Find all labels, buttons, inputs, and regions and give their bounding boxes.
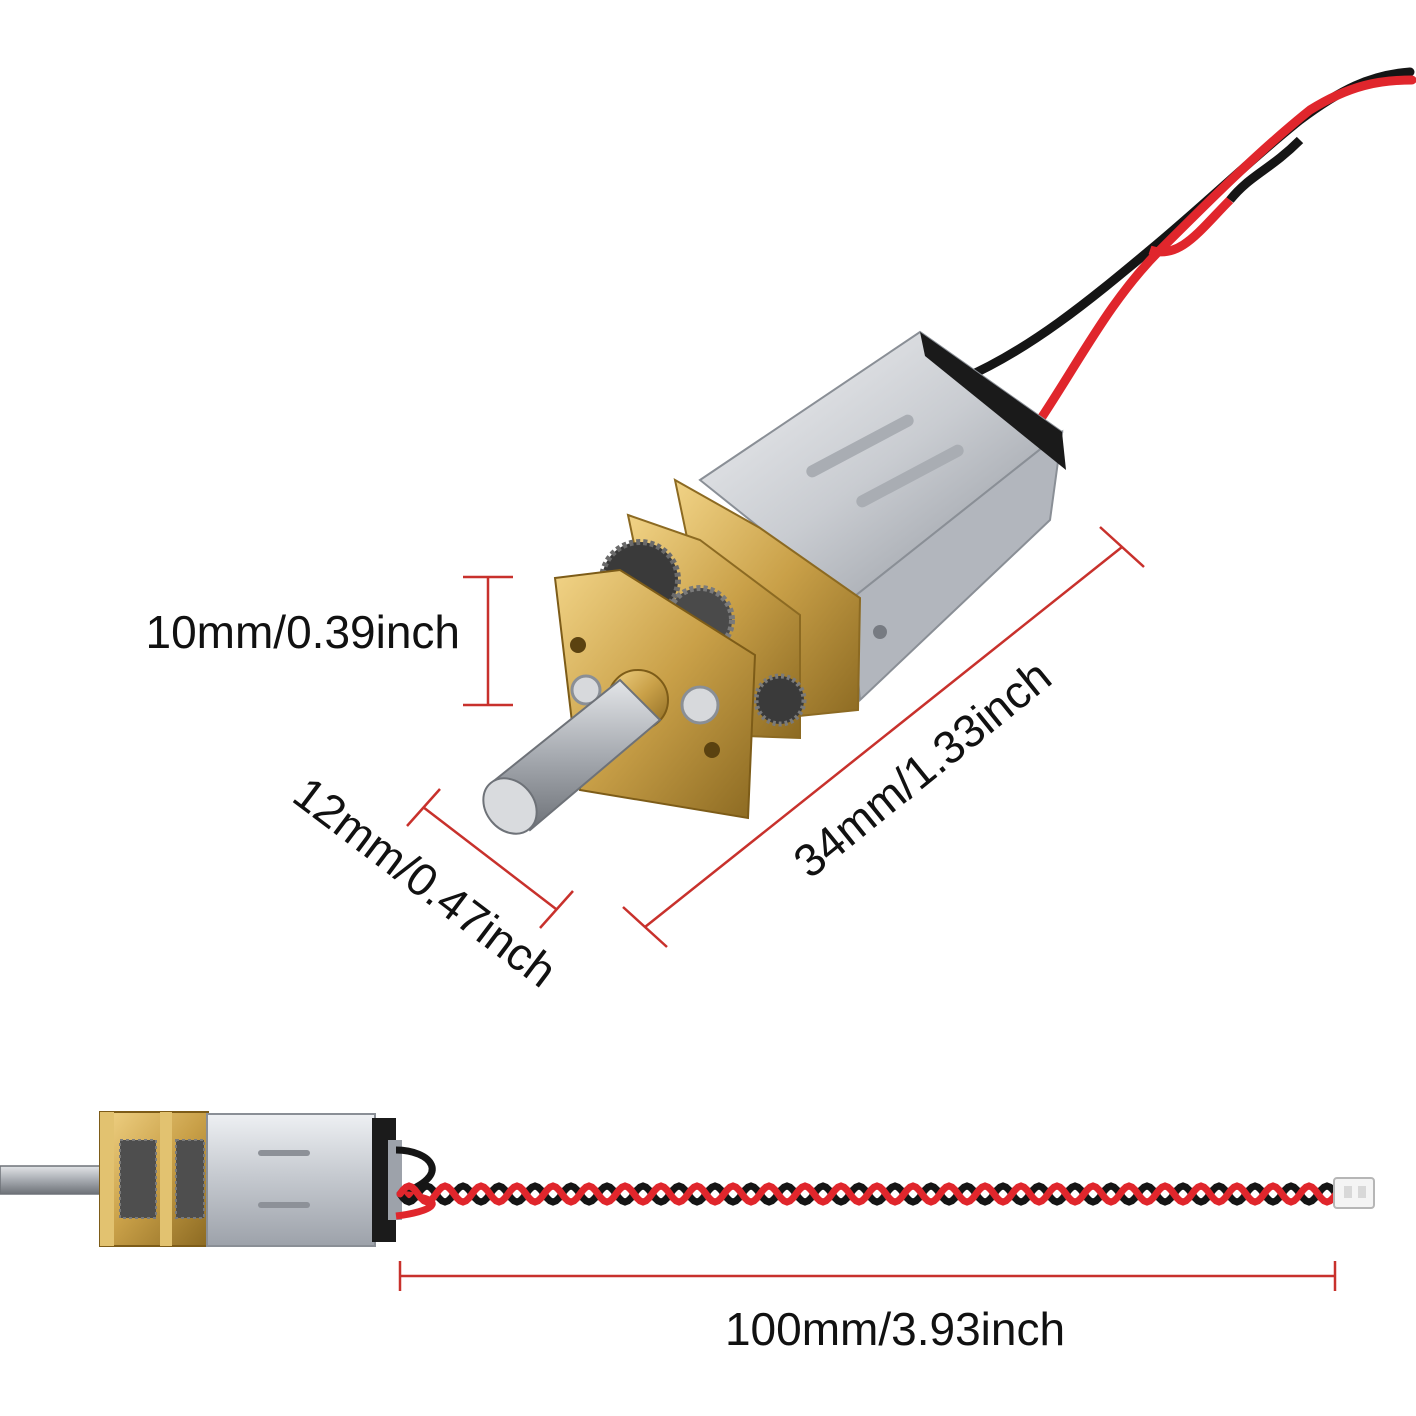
closeup-motor-can: [698, 330, 1066, 703]
closeup-lead-wires: [955, 67, 1416, 425]
side-motor-can: [206, 1113, 402, 1247]
side-lead-wires: [395, 1146, 1340, 1220]
side-output-shaft: [0, 1165, 105, 1195]
dimension-label-wire-length: 100mm/3.93inch: [725, 1303, 1065, 1355]
dimension-gearbox-height: 10mm/0.39inch: [146, 575, 513, 707]
dimension-wire-length: 100mm/3.93inch: [398, 1261, 1337, 1355]
closeup-output-shaft: [482, 678, 662, 835]
dimension-label-gearbox-height: 10mm/0.39inch: [146, 606, 461, 658]
side-gearbox: [99, 1111, 209, 1247]
motor-closeup: [482, 67, 1416, 835]
motor-side-view: [0, 1111, 1375, 1247]
wire-connector: [1333, 1177, 1375, 1209]
